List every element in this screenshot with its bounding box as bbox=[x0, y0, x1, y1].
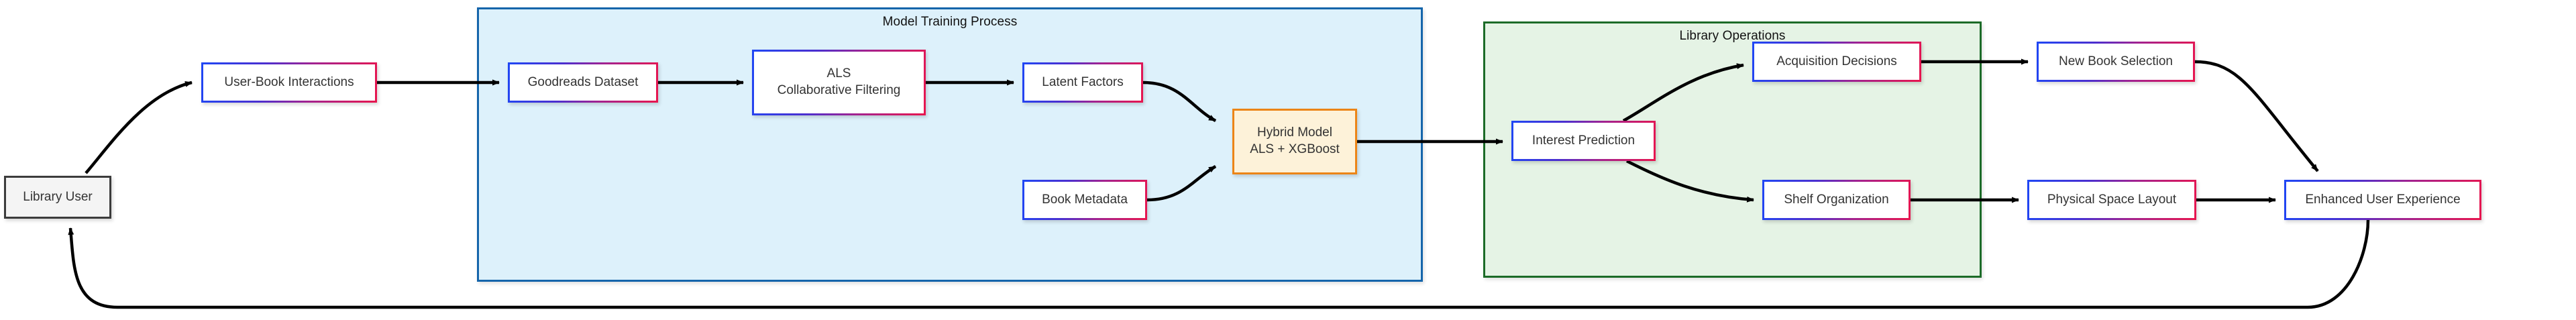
cluster-label-model-training-process: Model Training Process bbox=[882, 15, 1018, 29]
node-acquisition-decisions[interactable]: Acquisition Decisions bbox=[1752, 42, 1921, 82]
node-new-book-selection[interactable]: New Book Selection bbox=[2037, 42, 2195, 82]
node-user-book-interactions[interactable]: User-Book Interactions bbox=[201, 62, 377, 103]
node-hybrid-model[interactable]: Hybrid Model ALS + XGBoost bbox=[1232, 109, 1357, 174]
node-physical-space-layout[interactable]: Physical Space Layout bbox=[2027, 180, 2196, 220]
edge-library-user-to-user-book-interactions bbox=[85, 81, 193, 174]
node-goodreads-dataset[interactable]: Goodreads Dataset bbox=[508, 62, 658, 103]
node-label-library-user: Library User bbox=[23, 189, 93, 204]
node-interest-prediction[interactable]: Interest Prediction bbox=[1511, 121, 1656, 161]
node-label-new-book-selection: New Book Selection bbox=[2058, 54, 2174, 68]
node-label-goodreads-dataset: Goodreads Dataset bbox=[527, 74, 639, 89]
node-enhanced-user-experience[interactable]: Enhanced User Experience bbox=[2284, 180, 2481, 220]
node-label-als-line2: Collaborative Filtering bbox=[777, 83, 901, 97]
node-label-als-line1: ALS bbox=[826, 66, 851, 81]
edge-new-book-selection-to-enhanced-user-experience bbox=[2194, 60, 2319, 172]
node-label-user-book-interactions: User-Book Interactions bbox=[224, 74, 354, 89]
node-latent-factors[interactable]: Latent Factors bbox=[1022, 62, 1143, 103]
node-label-hybrid-model-line2: ALS + XGBoost bbox=[1250, 142, 1340, 156]
node-label-shelf-organization: Shelf Organization bbox=[1784, 192, 1889, 207]
node-label-latent-factors: Latent Factors bbox=[1042, 74, 1124, 89]
node-label-acquisition-decisions: Acquisition Decisions bbox=[1776, 54, 1897, 68]
node-label-interest-prediction: Interest Prediction bbox=[1532, 133, 1635, 148]
node-library-user[interactable]: Library User bbox=[4, 176, 111, 219]
node-label-hybrid-model-line1: Hybrid Model bbox=[1257, 125, 1332, 140]
node-book-metadata[interactable]: Book Metadata bbox=[1022, 180, 1147, 220]
node-als-collaborative-filtering[interactable]: ALS Collaborative Filtering bbox=[752, 50, 926, 115]
node-shelf-organization[interactable]: Shelf Organization bbox=[1762, 180, 1911, 220]
node-label-physical-space-layout: Physical Space Layout bbox=[2047, 192, 2177, 207]
node-label-enhanced-user-experience: Enhanced User Experience bbox=[2305, 192, 2461, 207]
node-label-book-metadata: Book Metadata bbox=[1042, 192, 1128, 207]
cluster-label-library-operations: Library Operations bbox=[1679, 29, 1786, 43]
